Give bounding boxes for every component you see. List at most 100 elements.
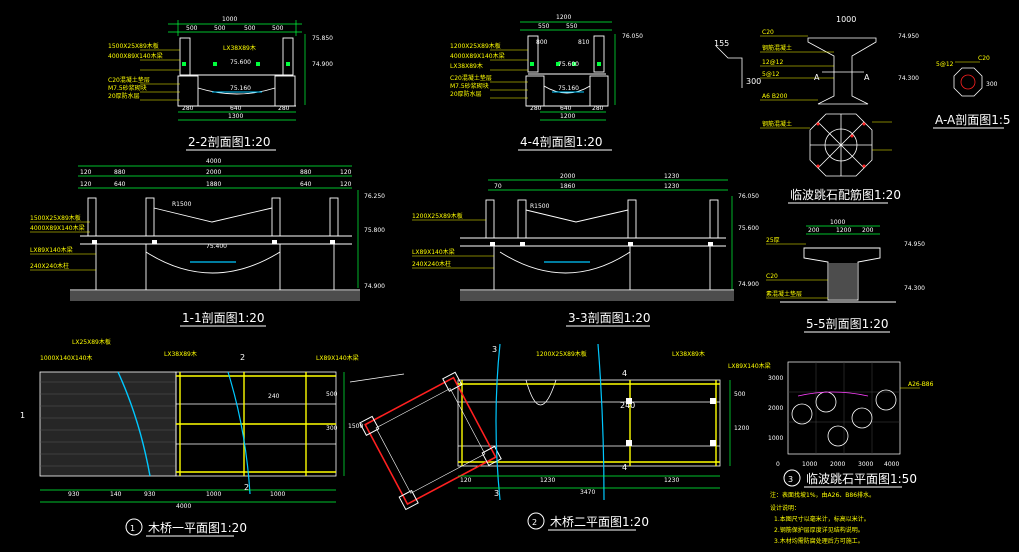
s22-note-3: C20混凝土垫层 xyxy=(108,76,150,84)
s11-elev-0: 76.250 xyxy=(364,193,385,200)
s44-dimb-0: 280 xyxy=(530,105,542,112)
plan1-dim-2: 930 xyxy=(144,491,156,498)
plan2-mark-3: 4 xyxy=(622,463,627,472)
bridge-plan-2: 1200X25X89木板 LX38X89木 LX89X140木梁 120 123… xyxy=(349,343,771,531)
plan2-dimr-1: 1200 xyxy=(734,425,749,432)
s55-elev-1: 74.300 xyxy=(904,285,925,292)
s11-elev-2: 75.400 xyxy=(206,243,227,250)
s22-elev-3: 74.900 xyxy=(312,61,333,68)
stone-dim-0: 1000 xyxy=(836,15,856,24)
s11-note-3: 240X240木柱 xyxy=(30,262,69,270)
plan1-dim-240: 240 xyxy=(268,393,280,400)
s22-note-5: 20厚防水层 xyxy=(108,92,140,100)
stone-elev-0: 74.950 xyxy=(898,33,919,40)
plan2-mark-4: 240 xyxy=(620,401,635,410)
plan1-circle-num: 1 xyxy=(130,524,135,533)
stone-note-3: 5@12 xyxy=(762,71,780,78)
stone-plan-title: 临波跳石平面图1:50 xyxy=(806,472,917,486)
stone-elev-1: 74.300 xyxy=(898,75,919,82)
s44-note-2: LX38X89木 xyxy=(450,62,483,70)
s22-dim-0: 1000 xyxy=(222,16,237,23)
plan2-dimr-0: 500 xyxy=(734,391,746,398)
plan1-mark-2: 2 xyxy=(244,483,249,492)
plan2-mark-2: 4 xyxy=(622,369,627,378)
s55-dim-1: 200 xyxy=(808,227,820,234)
stone-label-a1: A xyxy=(814,73,820,82)
plan1-note-1: LX38X89木 xyxy=(164,350,197,358)
section-5-5: 25厚 C20 素混凝土垫层 1000 200 200 1200 74.950 … xyxy=(766,219,925,333)
plan1-note-0: LX25X89木板 xyxy=(72,338,111,346)
plan2-note-0: 1200X25X89木板 xyxy=(536,350,587,358)
s22-dim-3: 500 xyxy=(244,25,256,32)
s44-dim-3: 800 xyxy=(536,39,548,46)
s22-dim-1: 500 xyxy=(186,25,198,32)
design-note-1: 2.钢筋保护层厚度详见结构说明。 xyxy=(774,526,864,534)
s33-dim-1: 2000 xyxy=(560,173,575,180)
plan1-dimr-1: 300 xyxy=(326,425,338,432)
s11-dim-4: 880 xyxy=(300,169,312,176)
s44-dim-1: 550 xyxy=(538,23,550,30)
s11-dim-3: 2000 xyxy=(206,169,221,176)
s22-elev-0: 75.850 xyxy=(312,35,333,42)
s55-note-0: 25厚 xyxy=(766,237,780,244)
plan1-note-3: 1000X140X140木 xyxy=(40,354,92,362)
s11-note-2: LX89X140木梁 xyxy=(30,246,73,254)
plan2-note-1: LX38X89木 xyxy=(672,350,705,358)
plan1-note-2: LX89X140木梁 xyxy=(316,354,359,362)
plan1-circle xyxy=(125,518,143,536)
plan2-dim-3: 3470 xyxy=(580,489,595,496)
s22-note-4: M7.5砂浆砌块 xyxy=(108,84,147,92)
plan2-circle-num: 2 xyxy=(532,518,537,527)
s22-note-0: 1500X25X89木板 xyxy=(108,42,159,50)
s33-dim-4: 1860 xyxy=(560,183,575,190)
s55-column-hatch xyxy=(829,263,857,299)
s22-dim-2: 500 xyxy=(214,25,226,32)
section-1-1: 1500X25X89木板 4000X89X140木梁 LX89X140木梁 24… xyxy=(30,158,385,327)
s11-arc: R1500 xyxy=(172,201,192,208)
section-3-3: 1200X25X89木板 LX89X140木梁 240X240木柱 2000 1… xyxy=(412,173,759,327)
s44-note-5: 20厚防水层 xyxy=(450,90,482,98)
plan1-mark-1: 2 xyxy=(240,353,245,362)
stone-hook-0: 155 xyxy=(714,39,729,48)
saa-note-1: C20 xyxy=(978,55,990,62)
stone-plan-note-0: A26-B86 xyxy=(908,381,934,388)
s44-dim-4: 810 xyxy=(578,39,590,46)
s11-dim-5: 120 xyxy=(340,169,352,176)
s22-title: 2-2剖面图1:20 xyxy=(188,135,271,149)
s11-elev-3: 74.900 xyxy=(364,283,385,290)
stone-plan-x-2: 3000 xyxy=(858,461,873,468)
stone-plan-y-1: 2000 xyxy=(768,405,783,412)
s44-dimb-1: 640 xyxy=(560,105,572,112)
stone-plan-y-3: 0 xyxy=(776,461,780,468)
s33-dim-2: 1230 xyxy=(664,173,679,180)
section-a-a: 5@12 C20 300 A-A剖面图1:5 xyxy=(933,55,1011,129)
section-2-2: 1500X25X89木板 4000X89X140木梁 LX38X89木 C20混… xyxy=(108,16,333,151)
s22-dimb-3: 1300 xyxy=(228,113,243,120)
s11-note-1: 4000X89X140木梁 xyxy=(30,224,85,232)
s55-dim-0: 1000 xyxy=(830,219,845,226)
plan2-dim-1: 1230 xyxy=(540,477,555,484)
s22-note-2: LX38X89木 xyxy=(223,44,256,52)
stone-note-4: A6 B200 xyxy=(762,93,788,100)
s33-dim-5: 1230 xyxy=(664,183,679,190)
s33-note-2: 240X240木柱 xyxy=(412,260,451,268)
s11-dimm-1: 640 xyxy=(114,181,126,188)
stone-plan-x-1: 2000 xyxy=(830,461,845,468)
s33-elev-1: 75.600 xyxy=(738,225,759,232)
plan1-mark-0: 1 xyxy=(20,411,25,420)
s55-dim-3: 1200 xyxy=(836,227,851,234)
design-note-2: 3.木材均需防腐处理后方可施工。 xyxy=(774,537,864,545)
stone-plan-y-2: 1000 xyxy=(768,435,783,442)
plan2-mark-0: 3 xyxy=(492,345,497,354)
plan2-dim-2: 1230 xyxy=(664,477,679,484)
plan1-dim-5: 4000 xyxy=(176,503,191,510)
stone-plan-circle xyxy=(783,469,801,487)
plan1-dim-3: 1000 xyxy=(206,491,221,498)
s44-dimb-2: 280 xyxy=(592,105,604,112)
stone-note-2: 12@12 xyxy=(762,59,783,66)
s22-elev-1: 75.600 xyxy=(230,59,251,66)
s11-dim-0: 4000 xyxy=(206,158,221,165)
s33-ground-hatch xyxy=(460,291,734,301)
s11-note-0: 1500X25X89木板 xyxy=(30,214,81,222)
stone-note-1: 钢筋混凝土 xyxy=(762,44,792,52)
